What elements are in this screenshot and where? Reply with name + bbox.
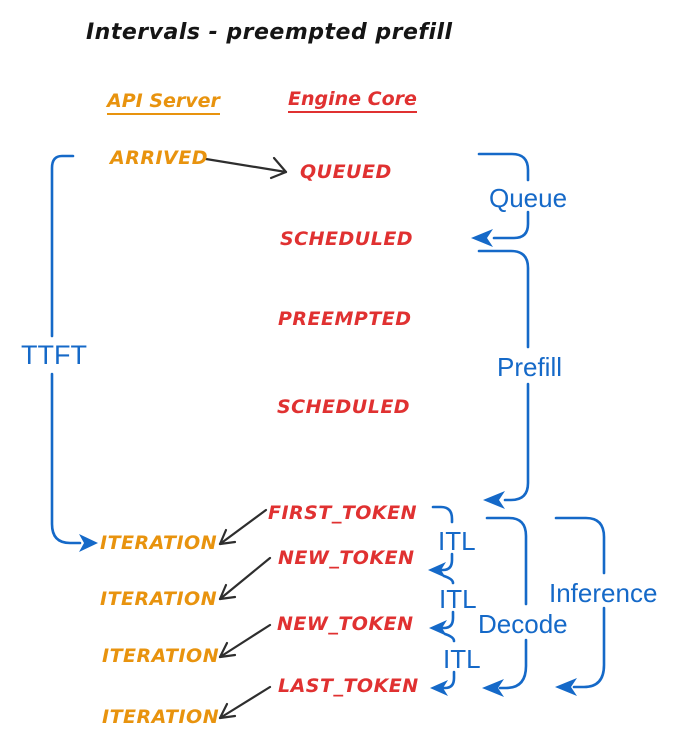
event-iteration-4: ITERATION	[102, 706, 220, 728]
interval-label-itl-1: ITL	[438, 526, 476, 556]
decode-bracket	[482, 516, 528, 697]
interval-label-inference: Inference	[549, 578, 658, 608]
event-preempted: PREEMPTED	[278, 308, 412, 330]
event-iteration-3: ITERATION	[102, 645, 220, 667]
decode-arrowhead-icon	[482, 679, 504, 697]
event-scheduled-1: SCHEDULED	[280, 228, 414, 250]
arrow-new-token-1-to-iteration	[218, 556, 272, 601]
event-queued: QUEUED	[300, 161, 392, 183]
event-scheduled-2: SCHEDULED	[277, 396, 411, 418]
itl-arrowhead-2-icon	[429, 620, 447, 636]
inference-bracket	[554, 516, 606, 696]
itl-bracket-1	[428, 505, 454, 578]
ttft-arrowhead-icon	[79, 534, 98, 552]
interval-label-itl-3: ITL	[443, 644, 481, 674]
ttft-bracket	[50, 154, 98, 552]
event-new-token-2: NEW_TOKEN	[277, 613, 414, 635]
prefill-bracket	[477, 249, 530, 509]
prefill-arrowhead-icon	[483, 491, 505, 509]
inference-arrowhead-icon	[555, 678, 577, 696]
itl-arrowhead-3-icon	[430, 680, 448, 696]
interval-label-ttft: TTFT	[21, 340, 87, 370]
queue-arrowhead-icon	[471, 229, 493, 247]
arrow-new-token-2-to-iteration	[218, 623, 272, 659]
event-arrived: ARRIVED	[110, 147, 208, 169]
arrow-arrived-to-queued	[204, 156, 288, 180]
itl-bracket-3	[430, 632, 456, 696]
column-header-api-server: API Server	[107, 90, 220, 115]
interval-label-itl-2: ITL	[439, 584, 477, 614]
event-last-token: LAST_TOKEN	[278, 675, 419, 697]
queue-bracket	[471, 152, 530, 247]
event-iteration-1: ITERATION	[100, 532, 218, 554]
itl-bracket-2	[429, 574, 455, 636]
event-new-token-1: NEW_TOKEN	[278, 547, 415, 569]
interval-label-decode: Decode	[478, 609, 568, 639]
arrow-first-token-to-iteration	[218, 508, 268, 546]
column-header-engine-core: Engine Core	[288, 88, 417, 113]
event-first-token: FIRST_TOKEN	[268, 502, 418, 524]
page-title: Intervals - preempted prefill	[86, 20, 453, 45]
interval-label-queue: Queue	[489, 183, 568, 213]
interval-label-prefill: Prefill	[497, 352, 563, 382]
event-iteration-2: ITERATION	[100, 588, 218, 610]
arrow-last-token-to-iteration	[218, 685, 272, 720]
itl-arrowhead-1-icon	[428, 562, 446, 578]
